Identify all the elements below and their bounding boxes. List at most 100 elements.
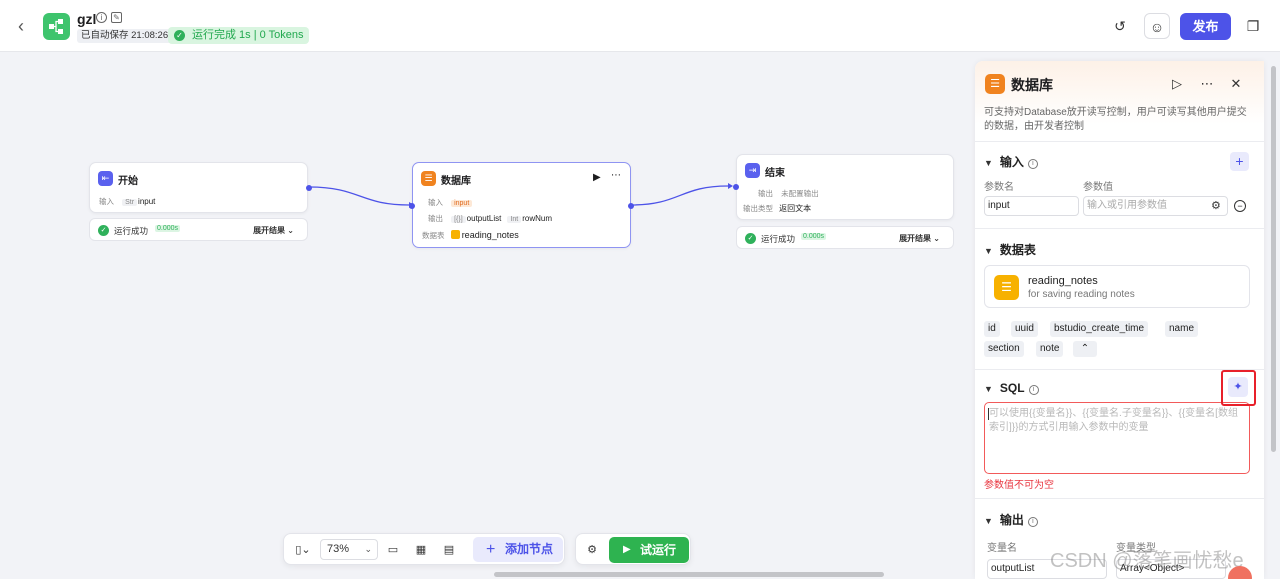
collapse-fields-icon[interactable]: ⌃	[1073, 341, 1097, 357]
layout-icon[interactable]: ▦	[415, 544, 427, 556]
selected-table-card[interactable]: ☰ reading_notes for saving reading notes	[984, 265, 1250, 308]
back-arrow-icon[interactable]: ‹	[18, 16, 24, 36]
zoom-select[interactable]: 73% ⌄	[320, 539, 378, 560]
param-value-input[interactable]: 输入或引用参数值	[1083, 196, 1228, 216]
run-node-icon[interactable]: ▷	[1172, 76, 1182, 91]
gear-icon[interactable]: ⚙	[1211, 200, 1221, 212]
panel-scrollbar[interactable]	[1271, 66, 1276, 452]
chevron-down-icon: ▼	[984, 516, 993, 526]
info-icon[interactable]: i	[96, 12, 107, 23]
table-icon: ☰	[994, 275, 1019, 300]
database-icon: ☰	[421, 171, 436, 186]
input-name: input	[138, 197, 156, 206]
end-icon: ⇥	[745, 163, 760, 178]
node-output-type-row: 输出类型 返回文本	[743, 204, 812, 213]
table-description: for saving reading notes	[1028, 289, 1135, 300]
run-time: 0.000s	[801, 233, 827, 240]
field-tag: id	[984, 321, 1000, 337]
divider	[975, 141, 1264, 142]
node-config-panel: ☰ 数据库 ▷ ⋯ ✕ 可支持对Database放开读写控制，用户可读写其他用户…	[975, 61, 1264, 579]
minimap-icon[interactable]: ▤	[443, 544, 455, 556]
app-name: gzl	[77, 11, 97, 27]
try-run-button[interactable]: ▶ 试运行	[609, 537, 689, 563]
copy-icon[interactable]: ❐	[1246, 18, 1260, 34]
panel-header: ☰ 数据库 ▷ ⋯ ✕ 可支持对Database放开读写控制，用户可读写其他用户…	[975, 61, 1264, 166]
comment-icon[interactable]: ▭	[387, 544, 399, 556]
field-tag: bstudio_create_time	[1050, 321, 1149, 337]
expand-result-button[interactable]: 展开结果 ⌄	[899, 234, 940, 243]
database-node[interactable]: ☰ 数据库 ▶ ⋯ 输入 input 输出 [{}]outputList Int…	[409, 162, 634, 248]
sql-placeholder: 可以使用{{变量名}}、{{变量名.子变量名}}、{{变量名[数组索引]}}的方…	[989, 408, 1238, 433]
divider	[975, 498, 1264, 499]
success-icon: ✓	[98, 225, 109, 236]
node-title: 数据库	[441, 176, 471, 187]
canvas-toolbar: ▯⌄ 73% ⌄ ▭ ▦ ▤ + 添加节点	[283, 533, 565, 565]
close-icon[interactable]: ✕	[1230, 76, 1242, 91]
expand-result-button[interactable]: 展开结果 ⌄	[253, 226, 294, 235]
watermark: CSDN @落笔画忧愁e	[1050, 550, 1244, 572]
history-icon[interactable]: ↺	[1114, 18, 1126, 34]
autosave-status: 已自动保存 21:08:26	[77, 29, 173, 43]
collaborators-icon[interactable]: ☺	[1144, 13, 1170, 39]
add-param-button[interactable]: +	[1230, 152, 1249, 171]
info-icon[interactable]: i	[1027, 517, 1038, 527]
param-value-header: 参数值	[1083, 182, 1113, 193]
field-tag: note	[1036, 341, 1064, 357]
add-node-button[interactable]: + 添加节点	[473, 537, 563, 562]
avatar[interactable]	[1228, 566, 1252, 579]
wrench-icon[interactable]: ⚙	[587, 544, 597, 556]
info-icon[interactable]: i	[1027, 159, 1038, 169]
chevron-down-icon: ▼	[984, 246, 993, 256]
input-label: 输入	[99, 197, 114, 206]
end-run-result: ✓ 运行成功 0.000s 展开结果 ⌄	[736, 226, 954, 249]
panel-description: 可支持对Database放开读写控制，用户可读写其他用户提交的数据，由开发者控制	[984, 107, 1247, 132]
output-port[interactable]	[306, 185, 312, 191]
run-node-icon[interactable]: ▶	[593, 172, 601, 183]
table-section-header[interactable]: ▼数据表	[984, 243, 1036, 257]
more-icon[interactable]: ⋯	[611, 170, 621, 181]
edge-layer	[308, 183, 733, 208]
input-port[interactable]	[733, 184, 739, 190]
sql-editor[interactable]: 可以使用{{变量名}}、{{变量名.子变量名}}、{{变量名[数组索引]}}的方…	[984, 402, 1250, 474]
ai-generate-sql-icon[interactable]: ✦	[1228, 377, 1248, 397]
remove-param-icon[interactable]: −	[1234, 200, 1246, 212]
edit-icon[interactable]: ✎	[111, 12, 122, 23]
var-name-header: 变量名	[987, 543, 1017, 554]
text-cursor	[988, 408, 989, 420]
edge-start-to-database	[308, 186, 410, 206]
type-chip: Str	[122, 199, 138, 206]
run-status-text: 运行成功	[761, 234, 796, 244]
edge-database-to-end	[630, 185, 729, 206]
panel-title: 数据库	[1011, 77, 1053, 93]
node-title: 开始	[118, 176, 138, 187]
horizontal-scrollbar[interactable]	[494, 572, 884, 577]
start-icon: ⇤	[98, 171, 113, 186]
field-tag: uuid	[1011, 321, 1038, 337]
more-icon[interactable]: ⋯	[1200, 76, 1214, 91]
run-status-text: 运行成功	[114, 226, 149, 236]
output-port[interactable]	[628, 203, 634, 209]
input-port[interactable]	[409, 203, 415, 209]
node-title: 结束	[765, 168, 785, 179]
field-tag: name	[1165, 321, 1199, 337]
end-node[interactable]: ⇥ 结束 输出 未配置输出 输出类型 返回文本	[733, 154, 954, 220]
play-icon: ▶	[623, 544, 631, 555]
highlight-box	[1221, 370, 1256, 406]
run-status-text: 运行完成 1s | 0 Tokens	[192, 29, 304, 41]
publish-button[interactable]: 发布	[1180, 13, 1231, 40]
chevron-down-icon: ▼	[984, 158, 993, 168]
var-type-header: 变量类型	[1116, 543, 1156, 554]
info-icon[interactable]: i	[1028, 385, 1039, 395]
field-tag: section	[984, 341, 1024, 357]
param-name-input[interactable]: input	[984, 196, 1079, 216]
mouse-mode-icon[interactable]: ▯⌄	[295, 544, 311, 556]
node-output-row: 输出 未配置输出	[758, 189, 819, 198]
edge-arrowhead	[728, 183, 733, 189]
